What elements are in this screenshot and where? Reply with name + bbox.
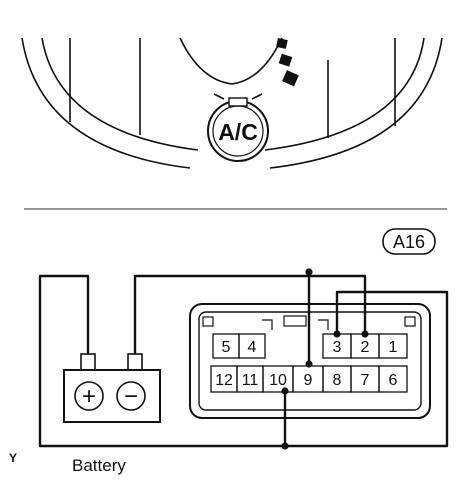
pin-cell-1 [378, 333, 408, 359]
connector-id-badge: A16 [382, 228, 436, 255]
battery-label: Battery [72, 456, 126, 475]
connector-key-center [283, 315, 307, 327]
fan-speed-block-1 [276, 38, 288, 49]
right-dial-inner-arc [264, 37, 425, 151]
fan-speed-block-2 [278, 53, 293, 67]
pin-label-4: 4 [248, 339, 257, 356]
connector-outer-shell [189, 303, 431, 419]
pin-label-7: 7 [361, 372, 370, 389]
pin-label-11: 11 [242, 372, 259, 389]
pin-label-6: 6 [389, 372, 398, 389]
control-panel-illustration [21, 37, 443, 169]
pin-label-3: 3 [333, 339, 342, 356]
battery-positive-symbol: + [82, 383, 96, 410]
ac-button-label: A/C [218, 119, 258, 145]
pin-label-9: 9 [304, 372, 313, 389]
pin-label-12: 12 [215, 372, 233, 389]
ac-indicator-lamp [228, 97, 248, 107]
pin-row-top-cells [212, 333, 408, 359]
pin-row-bottom-cells [210, 365, 408, 393]
pin-label-1: 1 [389, 339, 398, 356]
junction-pin10 [281, 387, 289, 395]
connector-lock-tab-right [404, 316, 416, 327]
fan-speed-indicator [276, 38, 299, 87]
battery-terminal-negative-post [127, 353, 143, 371]
wire-junctions [281, 268, 369, 450]
center-panel-curve [179, 37, 283, 85]
junction-top [305, 268, 313, 276]
connector-lock-tab-left [202, 316, 214, 327]
pin-label-5: 5 [222, 339, 231, 356]
right-dial-outer-arc [269, 37, 443, 169]
battery-negative-terminal [116, 381, 146, 411]
battery-terminal-positive-post [80, 353, 96, 371]
side-marker: Y [9, 451, 17, 465]
pin-labels-bottom: 12 11 10 9 8 7 6 [215, 372, 397, 389]
connector-key-right [318, 319, 329, 330]
pin-label-8: 8 [333, 372, 342, 389]
connector-inner-shell [198, 311, 422, 411]
fan-speed-block-3 [282, 70, 299, 87]
wire-battery-negative [133, 274, 367, 354]
pin-label-10: 10 [269, 372, 287, 389]
pin-cell-4 [238, 333, 266, 359]
lamp-ray-left [213, 93, 225, 100]
pin-labels-top: 5 4 3 2 1 [222, 339, 398, 356]
junction-bottom [281, 442, 289, 450]
battery-negative-symbol: − [124, 383, 138, 410]
pin-cell-6 [378, 365, 408, 393]
connector-key-left [262, 319, 273, 330]
connector-body [189, 303, 431, 419]
wire-pin3-pin2-loop [285, 290, 449, 448]
wire-battery-positive-loop [38, 274, 285, 448]
lamp-ray-right [251, 93, 263, 100]
connector-id-label: A16 [393, 232, 425, 252]
pin-label-2: 2 [361, 339, 370, 356]
battery: + − Battery [63, 353, 161, 475]
left-dial-inner-arc [41, 37, 199, 151]
battery-positive-terminal [74, 381, 104, 411]
ac-button: A/C [207, 93, 269, 162]
left-dial-outer-arc [21, 37, 191, 169]
